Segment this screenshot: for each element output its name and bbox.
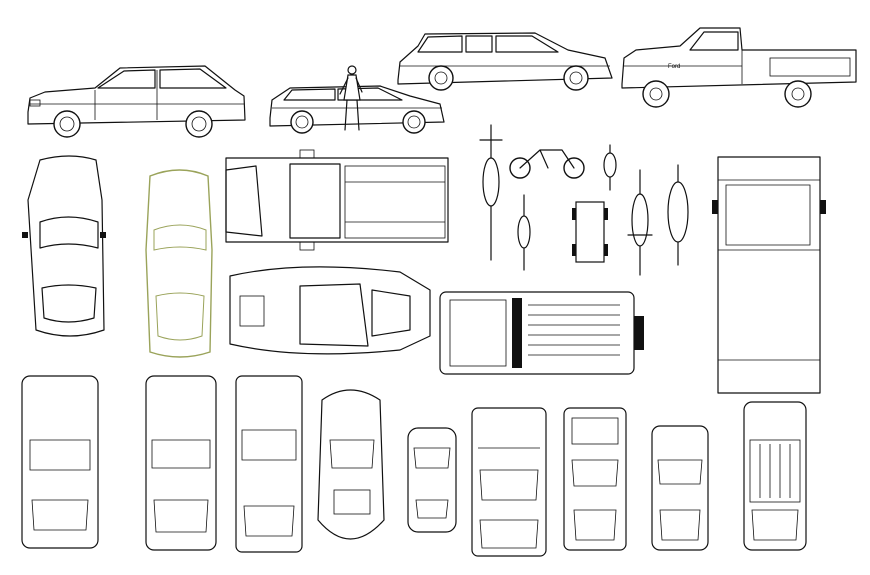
motorcycle-top-view-c bbox=[517, 194, 531, 271]
sports-coupe-top-view bbox=[229, 266, 431, 355]
sedan-top-view-b7 bbox=[563, 407, 627, 551]
jeep-top-view bbox=[439, 291, 644, 375]
sedan-top-view-b2 bbox=[145, 375, 217, 551]
motorcycle-top-view-a bbox=[479, 124, 503, 261]
dirt-bike-side-view bbox=[509, 149, 585, 179]
motorcycle-top-view-b bbox=[603, 144, 617, 191]
box-truck-top-view bbox=[712, 156, 826, 394]
motorcycle-top-view-e bbox=[667, 164, 689, 266]
motorcycle-top-view-d bbox=[627, 169, 653, 276]
atv-top-view bbox=[572, 201, 608, 263]
pickup-door-label: Ford bbox=[668, 64, 680, 70]
sedan-top-view-b6 bbox=[471, 407, 547, 557]
pickup-truck-top-view bbox=[225, 149, 449, 251]
station-wagon-with-person bbox=[269, 65, 445, 134]
van-top-view-b9 bbox=[743, 401, 807, 551]
hatchback-top-view-b8 bbox=[651, 425, 709, 551]
sedan-top-view-b3 bbox=[235, 375, 303, 553]
pickup-truck-side-view: Ford bbox=[621, 27, 857, 108]
estate-wagon-side-view bbox=[397, 32, 613, 91]
hatchback-side-view bbox=[27, 65, 246, 138]
highlighted-sedan-top-view bbox=[145, 169, 213, 358]
sedan-top-view-b1 bbox=[21, 375, 99, 549]
sedan-top-view bbox=[22, 155, 106, 337]
sports-car-top-view-b4 bbox=[317, 389, 385, 540]
compact-car-top-view-b5 bbox=[407, 427, 457, 533]
